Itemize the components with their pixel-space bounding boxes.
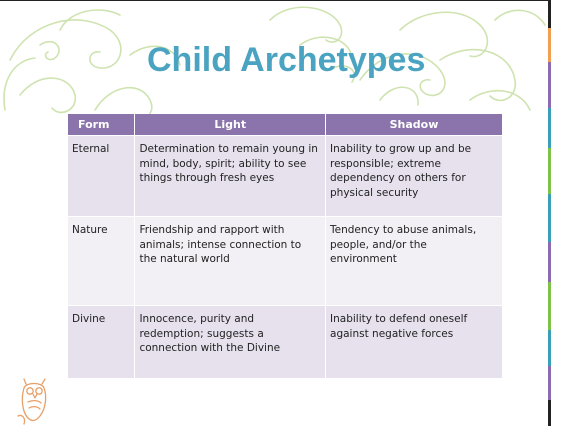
cell-shadow: Inability to defend oneself against nega… (325, 305, 502, 378)
table-row: Nature Friendship and rapport with anima… (68, 216, 502, 306)
table-header-row: Form Light Shadow (68, 114, 502, 136)
side-bar (548, 0, 563, 426)
owl-icon (17, 378, 47, 425)
cell-form: Eternal (68, 135, 136, 217)
cell-shadow: Inability to grow up and be responsible;… (325, 135, 502, 217)
header-shadow: Shadow (325, 114, 502, 136)
table-row: Divine Innocence, purity and redemption;… (68, 305, 502, 378)
cell-light: Determination to remain young in mind, b… (134, 135, 327, 217)
side-color-strip (548, 0, 551, 426)
top-rule (0, 0, 548, 1)
cell-light: Innocence, purity and redemption; sugges… (134, 305, 327, 378)
table-row: Eternal Determination to remain young in… (68, 135, 502, 217)
slide-title: Child Archetypes (147, 41, 426, 79)
cell-form: Divine (68, 305, 136, 378)
cell-shadow: Tendency to abuse animals, people, and/o… (325, 216, 502, 306)
cell-light: Friendship and rapport with animals; int… (134, 216, 327, 306)
header-form: Form (68, 114, 136, 136)
archetype-table: Form Light Shadow Eternal Determination … (68, 114, 502, 378)
header-light: Light (134, 114, 327, 136)
cell-form: Nature (68, 216, 136, 306)
